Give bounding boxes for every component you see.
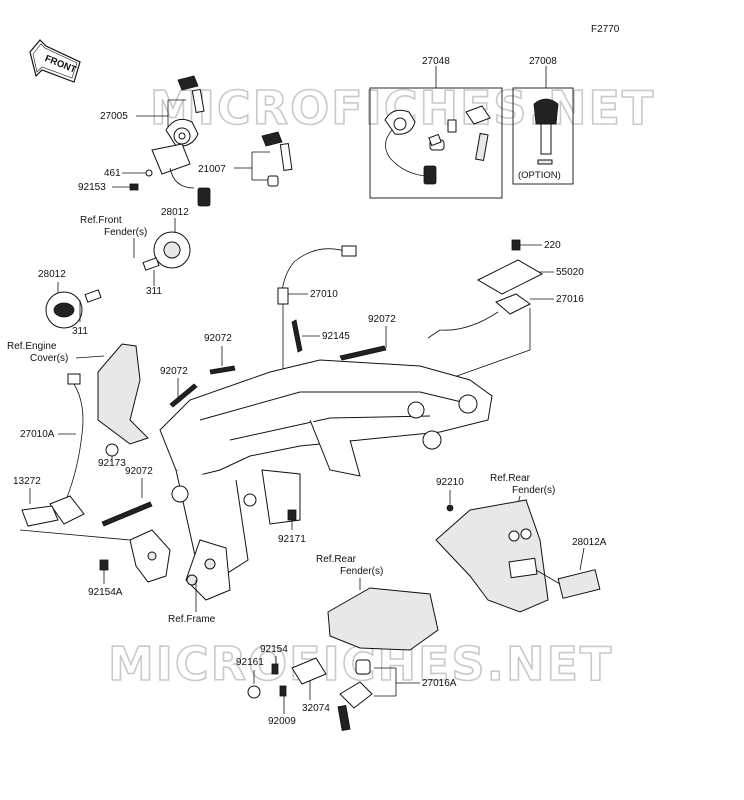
part-92072-d: 92072 [125,466,153,477]
option-label: (OPTION) [518,170,561,181]
ref-frame: Ref.Frame [168,614,216,625]
key-icon [261,131,293,187]
engine-cover [97,343,149,445]
sensor-cable [277,245,357,384]
part-27005: 27005 [100,111,128,122]
part-92153: 92153 [78,182,106,193]
blank-key-icon [533,98,559,165]
ref-rear-fender-a-line1: Ref.Rear [490,473,531,484]
part-28012-left: 28012 [38,269,66,280]
part-220: 220 [544,240,561,251]
part-92154: 92154 [260,644,288,655]
part-92171: 92171 [278,534,306,545]
front-arrow-icon: FRONT [29,39,81,83]
ref-rear-fender-b-line2: Fender(s) [340,566,383,577]
part-27010A: 27010A [20,429,55,440]
seat-lock [427,293,531,339]
ignition-switch [151,75,211,207]
part-461: 461 [104,168,121,179]
part-27016: 27016 [556,294,584,305]
part-32074: 32074 [302,703,330,714]
diagram-code: F2770 [591,24,620,35]
ref-engine-cover-line1: Ref.Engine [7,341,57,352]
horn-left [45,291,83,329]
ref-rear-fender-a-line2: Fender(s) [512,485,555,496]
part-55020: 55020 [556,267,584,278]
ref-front-fender-line2: Fender(s) [104,227,147,238]
part-92154A: 92154A [88,587,123,598]
part-92161: 92161 [236,657,264,668]
part-21007: 21007 [198,164,226,175]
reflector [557,569,601,599]
ref-front-fender-line1: Ref.Front [80,215,122,226]
part-92145: 92145 [322,331,350,342]
part-92173: 92173 [98,458,126,469]
frame [129,359,493,601]
part-311-b: 311 [72,326,88,337]
horn-right [153,231,191,269]
helmet-lock [337,659,373,731]
part-311-a: 311 [146,286,162,297]
rear-fender-lower [327,587,439,651]
part-27010: 27010 [310,289,338,300]
part-28012-top: 28012 [161,207,189,218]
part-13272: 13272 [13,476,41,487]
part-92009: 92009 [268,716,296,727]
seat-lock-cover [476,259,544,295]
part-28012A: 28012A [572,537,607,548]
part-92072-c: 92072 [160,366,188,377]
part-27008: 27008 [529,56,557,67]
part-92072-b: 92072 [204,333,232,344]
part-27048: 27048 [422,56,450,67]
part-27016A: 27016A [422,678,457,689]
sensor-cable-a [49,373,85,525]
ref-rear-fender-b-line1: Ref.Rear [316,554,357,565]
ref-engine-cover-line2: Cover(s) [30,353,68,364]
part-92072-a: 92072 [368,314,396,325]
part-92210: 92210 [436,477,464,488]
rear-fender [435,499,549,613]
ignition-switch-kit [384,105,491,185]
kit-box-27008 [512,87,574,185]
